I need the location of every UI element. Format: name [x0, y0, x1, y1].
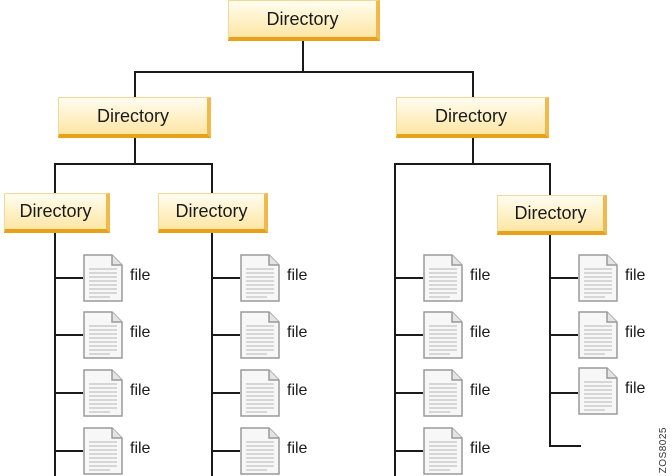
- file-label: file: [287, 440, 308, 457]
- document-icon: [423, 427, 463, 475]
- file-label: file: [130, 440, 151, 457]
- file-label: file: [625, 380, 646, 397]
- file-item: file: [82, 253, 192, 303]
- file-label: file: [287, 267, 308, 284]
- document-icon: [240, 369, 280, 417]
- document-icon: [423, 311, 463, 359]
- document-icon: [240, 427, 280, 475]
- file-label: file: [470, 324, 491, 341]
- file-label: file: [470, 382, 491, 399]
- file-item: file: [82, 310, 192, 360]
- file-label: file: [625, 324, 646, 341]
- document-icon: [578, 254, 618, 302]
- file-label: file: [130, 267, 151, 284]
- directory-right-right: Directory: [497, 195, 607, 235]
- file-label: file: [287, 382, 308, 399]
- figure-id: ZOS8025: [658, 426, 669, 473]
- document-icon: [83, 369, 123, 417]
- file-item: file: [239, 426, 349, 476]
- document-icon: [83, 311, 123, 359]
- file-label: file: [287, 324, 308, 341]
- document-icon: [578, 367, 618, 415]
- document-icon: [423, 254, 463, 302]
- file-item: file: [239, 253, 349, 303]
- document-icon: [83, 427, 123, 475]
- file-label: file: [130, 324, 151, 341]
- file-item: file: [422, 253, 532, 303]
- file-item: file: [577, 253, 672, 303]
- directory-left-left: Directory: [4, 193, 110, 233]
- file-label: file: [130, 382, 151, 399]
- file-item: file: [422, 368, 532, 418]
- document-icon: [240, 254, 280, 302]
- directory-left-right: Directory: [158, 193, 268, 233]
- directory-left: Directory: [58, 97, 211, 138]
- file-label: file: [470, 440, 491, 457]
- document-icon: [240, 311, 280, 359]
- file-item: file: [422, 426, 532, 476]
- document-icon: [83, 254, 123, 302]
- file-item: file: [82, 426, 192, 476]
- file-item: file: [239, 368, 349, 418]
- file-label: file: [625, 267, 646, 284]
- file-label: file: [470, 267, 491, 284]
- file-item: file: [577, 310, 672, 360]
- file-item: file: [82, 368, 192, 418]
- file-item: file: [577, 366, 672, 416]
- file-item: file: [422, 310, 532, 360]
- directory-right: Directory: [396, 97, 549, 138]
- document-icon: [578, 311, 618, 359]
- file-item: file: [239, 310, 349, 360]
- directory-root: Directory: [228, 0, 380, 41]
- document-icon: [423, 369, 463, 417]
